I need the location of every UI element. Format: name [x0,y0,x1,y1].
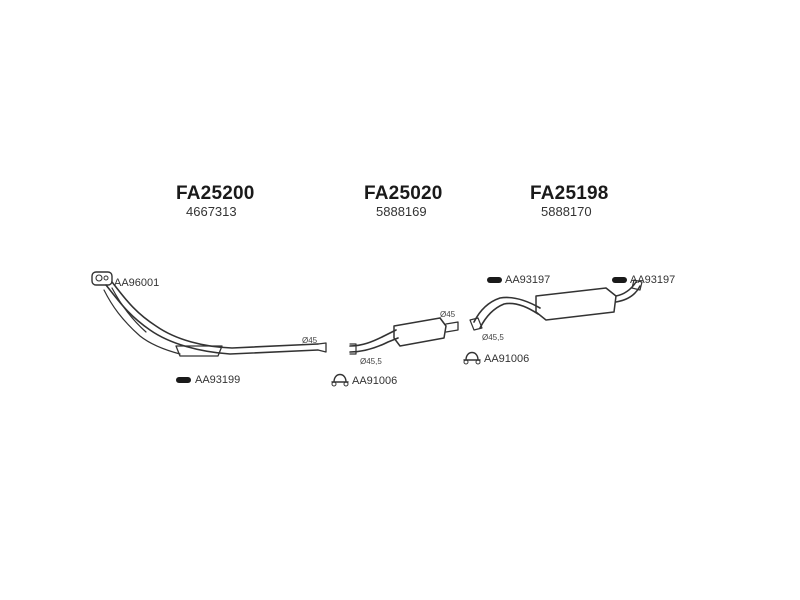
diameter-center-inlet: Ø45,5 [360,357,382,366]
diameter-center-outlet: Ø45 [440,310,456,319]
gasket-front-shape[interactable] [91,271,113,286]
front-pipe[interactable] [103,281,327,357]
label-hanger-rear-right: AA93197 [630,274,676,286]
label-clamp-center: AA91006 [352,375,398,387]
clamp-center-shape[interactable] [331,373,349,387]
label-clamp-rear: AA91006 [484,353,530,365]
rear-muffler[interactable] [469,279,643,331]
group-number-front: 4667313 [186,204,237,219]
label-hanger-rear-left: AA93197 [505,274,551,286]
group-code-center: FA25020 [364,183,443,204]
group-number-center: 5888169 [376,204,427,219]
group-code-rear: FA25198 [530,183,609,204]
group-code-front: FA25200 [176,183,255,204]
label-gasket-front: AA96001 [114,277,160,289]
hanger-rear-right-shape[interactable] [612,277,627,283]
label-hanger-front: AA93199 [195,374,241,386]
hanger-front-shape[interactable] [176,377,191,383]
group-number-rear: 5888170 [541,204,592,219]
clamp-rear-shape[interactable] [463,351,481,365]
center-muffler[interactable] [349,317,459,355]
hanger-rear-left-shape[interactable] [487,277,502,283]
diameter-front-outlet: Ø45 [302,336,318,345]
diameter-rear-inlet: Ø45,5 [482,333,504,342]
